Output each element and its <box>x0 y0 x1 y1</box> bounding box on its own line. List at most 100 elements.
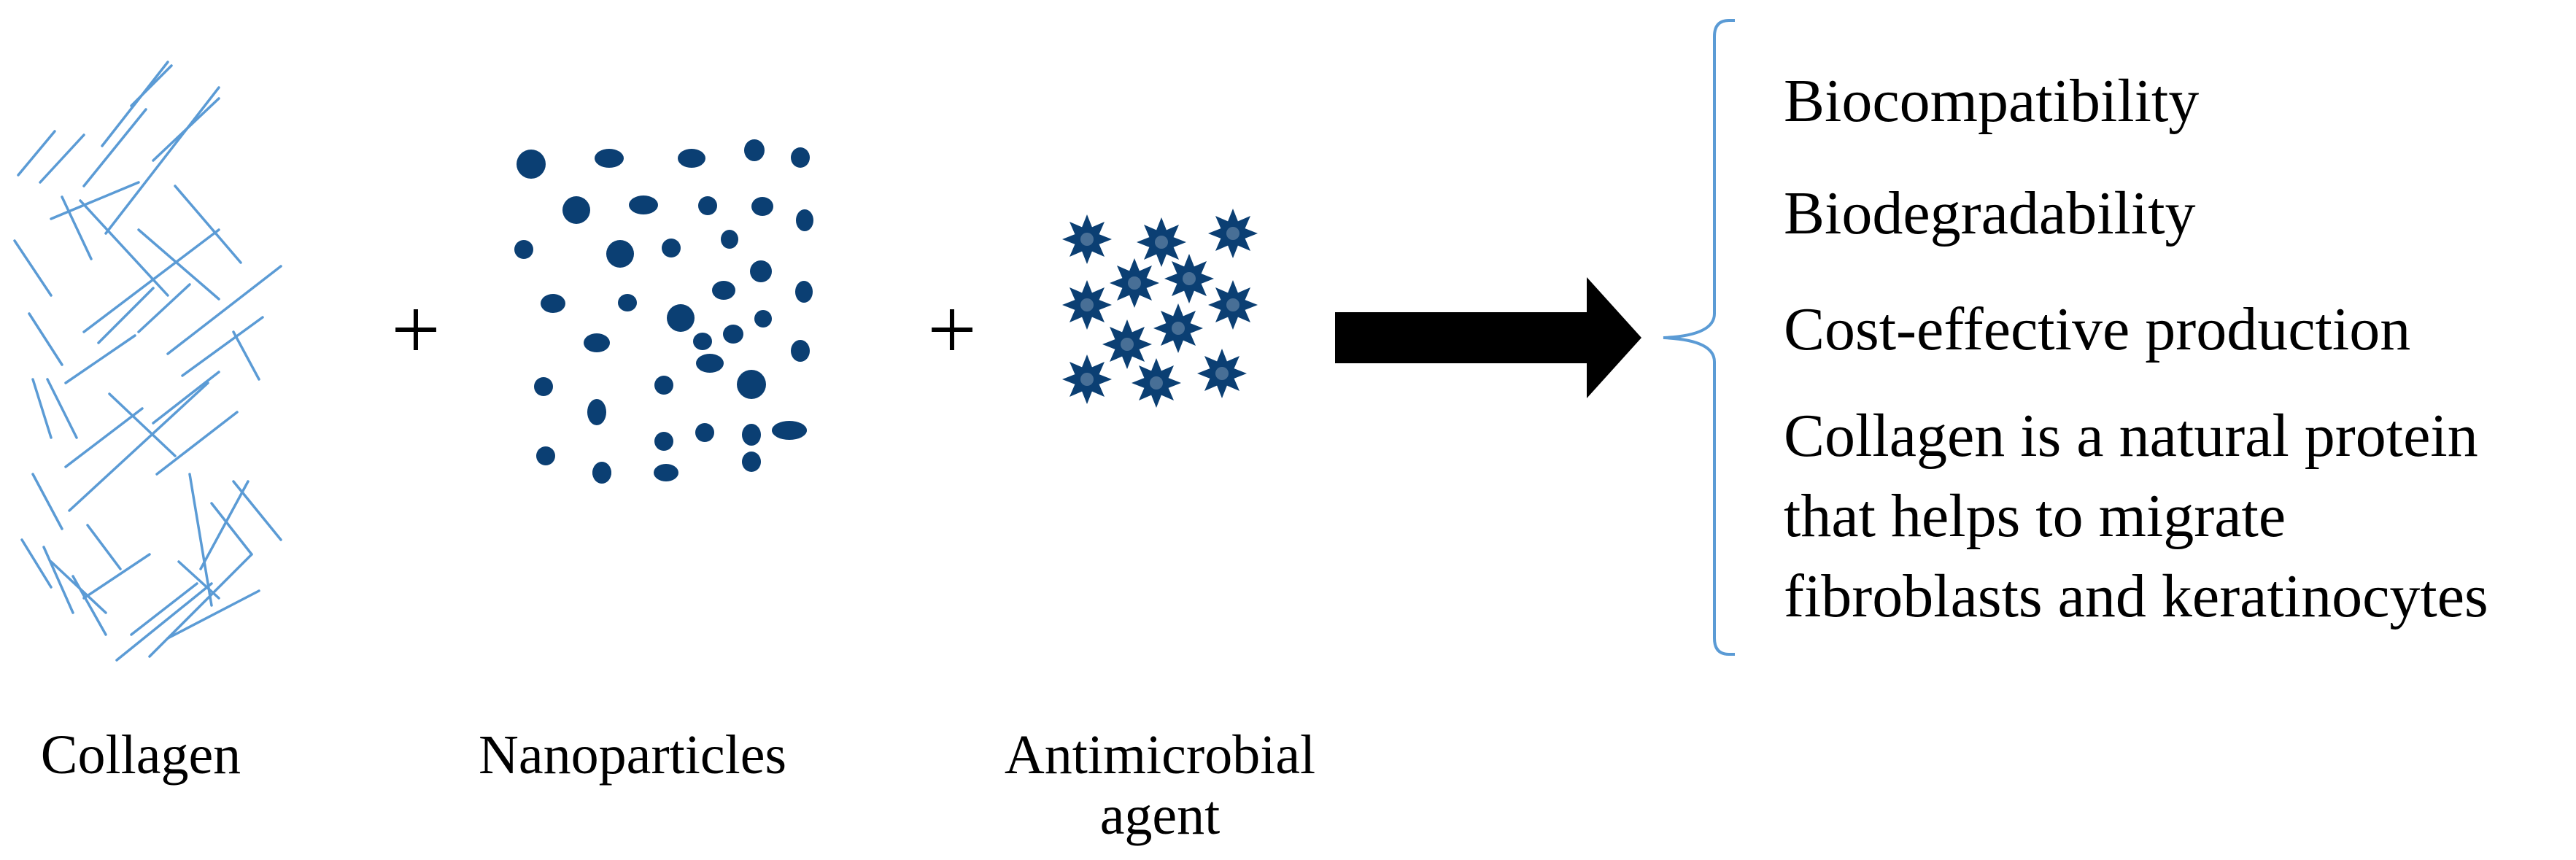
collagen-fiber <box>82 228 220 333</box>
antimicrobial-star-center <box>1080 298 1094 311</box>
nanoparticle-dot <box>751 197 773 216</box>
collagen-fiber <box>108 392 177 457</box>
collagen-fiber <box>177 560 220 600</box>
nanoparticle-dot <box>698 196 717 215</box>
property-collagen-line-3: fibroblasts and keratinocytes <box>1784 562 2488 630</box>
antimicrobial-star-center <box>1226 227 1239 240</box>
collagen-fiber <box>97 287 155 344</box>
collagen-fiber <box>82 553 151 600</box>
nanoparticle-dot <box>606 240 634 268</box>
antimicrobial-star <box>1197 349 1247 398</box>
nanoparticle-dot <box>795 281 813 303</box>
collagen-fiber <box>28 312 63 366</box>
collagen-fiber <box>148 553 253 658</box>
nanoparticle-dot <box>744 139 765 161</box>
collagen-fiber <box>20 538 53 589</box>
nanoparticle-dot <box>587 399 606 425</box>
antimicrobial-star <box>1153 303 1203 353</box>
nanoparticle-dot <box>654 376 673 395</box>
collagen-fiber <box>210 502 253 556</box>
collagen-fiber <box>61 195 93 260</box>
antimicrobial-star-center <box>1215 367 1229 380</box>
collagen-fiber <box>71 575 107 636</box>
collagen-fiber <box>155 411 239 476</box>
collagen-fibers-illustration <box>13 61 282 662</box>
nanoparticle-dot <box>618 294 637 311</box>
nanoparticle-dot <box>791 340 810 362</box>
antimicrobial-star <box>1110 258 1159 308</box>
antimicrobial-star <box>1164 254 1214 303</box>
antimicrobial-star-center <box>1172 322 1185 335</box>
nanoparticle-dot <box>595 149 624 168</box>
antimicrobial-agent-illustration <box>1062 209 1258 408</box>
collagen-fiber <box>64 407 144 468</box>
collagen-fiber <box>130 582 198 636</box>
collagen-fiber <box>42 546 74 614</box>
collagen-fiber <box>39 133 85 184</box>
curly-brace <box>1663 19 1735 656</box>
collagen-fiber <box>31 378 53 439</box>
antimicrobial-star-center <box>1155 236 1168 249</box>
nanoparticle-dot <box>742 424 761 446</box>
collagen-fiber <box>50 181 140 220</box>
nanoparticle-dot <box>584 333 610 352</box>
nanoparticle-dot <box>629 195 658 214</box>
antimicrobial-star <box>1062 214 1112 264</box>
nanoparticle-dot <box>667 304 695 332</box>
collagen-fiber <box>31 473 63 530</box>
nanoparticle-dot <box>541 294 565 313</box>
antimicrobial-star <box>1062 355 1112 404</box>
collagen-fiber <box>130 64 173 107</box>
collagen-fiber <box>199 480 250 570</box>
antimicrobial-star-center <box>1080 233 1094 246</box>
collagen-fiber <box>104 86 220 235</box>
nanoparticle-dot <box>695 423 714 442</box>
collagen-fiber <box>137 283 191 333</box>
nanoparticle-dot <box>654 432 673 451</box>
nanoparticles-label: Nanoparticles <box>479 724 786 786</box>
antimicrobial-star <box>1132 358 1181 408</box>
property-collagen-line-2: that helps to migrate <box>1784 482 2286 550</box>
collagen-fiber <box>68 381 209 512</box>
collagen-fiber <box>101 61 169 147</box>
nanoparticle-dot <box>696 354 724 373</box>
collagen-fiber <box>79 199 169 297</box>
nanoparticle-dot <box>662 239 681 257</box>
nanoparticle-dot <box>654 464 678 481</box>
collagen-fiber <box>166 589 260 640</box>
collagen-fiber <box>13 239 53 297</box>
antimicrobial-label-line-2: agent <box>1100 785 1221 846</box>
antimicrobial-star <box>1137 217 1186 267</box>
collagen-fiber <box>174 185 242 264</box>
nanoparticle-dot <box>723 325 743 344</box>
antimicrobial-star <box>1208 280 1258 330</box>
nanoparticle-dot <box>517 150 546 179</box>
collagen-fiber <box>181 316 264 377</box>
antimicrobial-star-center <box>1121 338 1134 351</box>
collagen-fiber <box>152 97 220 162</box>
nanoparticle-dot <box>712 281 735 300</box>
antimicrobial-label-line-1: Antimicrobial <box>1005 724 1315 786</box>
collagen-fiber <box>232 480 282 541</box>
antimicrobial-star-center <box>1128 276 1141 290</box>
nanoparticle-dot <box>750 260 772 282</box>
property-biodegradability: Biodegradability <box>1784 179 2196 247</box>
collagen-fiber <box>86 524 122 570</box>
collagen-fiber <box>64 334 136 384</box>
nanoparticle-dot <box>754 310 772 328</box>
nanoparticle-dot <box>737 370 766 399</box>
property-cost-effective: Cost-effective production <box>1784 295 2410 363</box>
nanoparticle-dot <box>678 149 705 168</box>
nanoparticle-dot <box>514 240 533 259</box>
property-biocompatibility: Biocompatibility <box>1784 67 2199 135</box>
collagen-fiber <box>115 582 213 662</box>
collagen-fiber <box>137 228 220 301</box>
antimicrobial-star-center <box>1080 373 1094 386</box>
nanoparticle-dot <box>562 196 590 224</box>
collagen-label: Collagen <box>41 724 241 786</box>
antimicrobial-star-center <box>1183 272 1196 285</box>
nanoparticle-dot <box>693 333 712 350</box>
collagen-fiber <box>188 473 213 607</box>
property-collagen-line-1: Collagen is a natural protein <box>1784 402 2478 470</box>
